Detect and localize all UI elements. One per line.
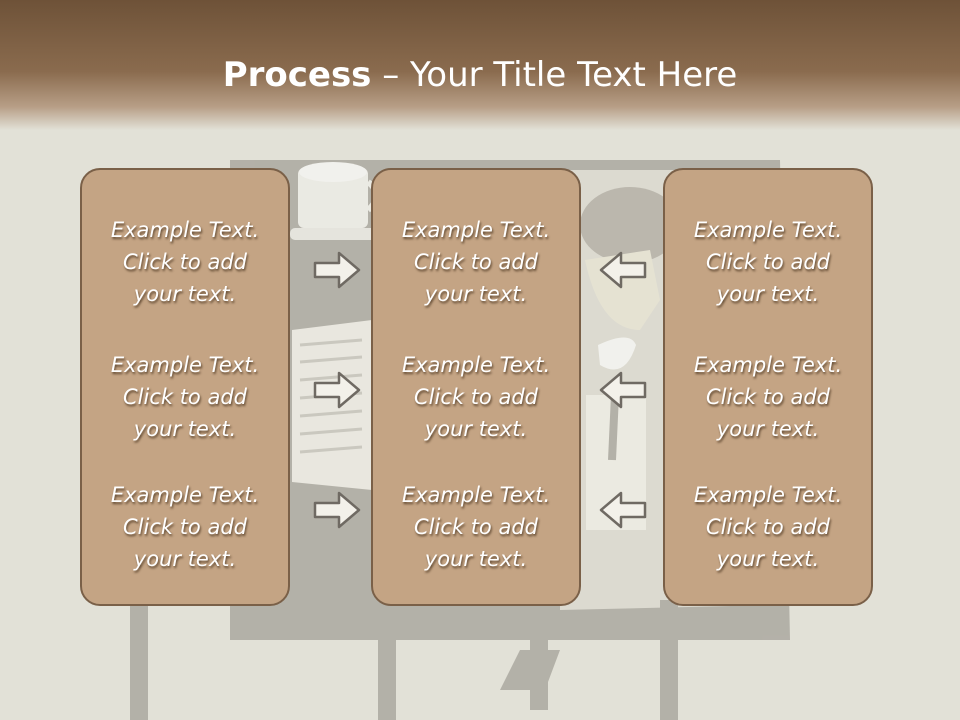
process-box-1[interactable]: Example Text. Click to add your text. Ex… xyxy=(80,168,290,606)
text-placeholder[interactable]: Example Text. Click to add your text. xyxy=(665,349,871,445)
left-arrow-icon xyxy=(599,251,647,289)
right-arrow-icon xyxy=(313,491,361,529)
entry-line: your text. xyxy=(424,417,528,441)
entry-line: Click to add xyxy=(122,515,247,539)
text-placeholder[interactable]: Example Text. Click to add your text. xyxy=(373,349,579,445)
text-placeholder[interactable]: Example Text. Click to add your text. xyxy=(373,214,579,310)
entry-line: Click to add xyxy=(413,515,538,539)
text-placeholder[interactable]: Example Text. Click to add your text. xyxy=(665,479,871,575)
entry-line: Example Text. xyxy=(693,353,843,377)
text-placeholder[interactable]: Example Text. Click to add your text. xyxy=(82,349,288,445)
entry-line: Click to add xyxy=(705,515,830,539)
process-box-3[interactable]: Example Text. Click to add your text. Ex… xyxy=(663,168,873,606)
text-placeholder[interactable]: Example Text. Click to add your text. xyxy=(665,214,871,310)
entry-line: Example Text. xyxy=(693,483,843,507)
entry-line: Example Text. xyxy=(401,218,551,242)
entry-line: Example Text. xyxy=(401,353,551,377)
right-arrow-icon xyxy=(313,251,361,289)
slide-title[interactable]: Process – Your Title Text Here xyxy=(0,52,960,98)
entry-line: Click to add xyxy=(705,250,830,274)
entry-line: Click to add xyxy=(705,385,830,409)
entry-line: Click to add xyxy=(122,385,247,409)
entry-line: your text. xyxy=(716,417,820,441)
entry-line: your text. xyxy=(133,417,237,441)
process-box-2[interactable]: Example Text. Click to add your text. Ex… xyxy=(371,168,581,606)
text-placeholder[interactable]: Example Text. Click to add your text. xyxy=(82,214,288,310)
entry-line: your text. xyxy=(424,547,528,571)
entry-line: your text. xyxy=(716,282,820,306)
entry-line: Example Text. xyxy=(110,218,260,242)
text-placeholder[interactable]: Example Text. Click to add your text. xyxy=(82,479,288,575)
entry-line: Example Text. xyxy=(110,353,260,377)
right-arrow-icon xyxy=(313,371,361,409)
title-rest-text: – Your Title Text Here xyxy=(371,55,738,95)
entry-line: Click to add xyxy=(122,250,247,274)
title-bar xyxy=(0,0,960,130)
left-arrow-icon xyxy=(599,371,647,409)
entry-line: Example Text. xyxy=(693,218,843,242)
entry-line: your text. xyxy=(424,282,528,306)
entry-line: Click to add xyxy=(413,250,538,274)
entry-line: your text. xyxy=(133,547,237,571)
entry-line: your text. xyxy=(716,547,820,571)
entry-line: Click to add xyxy=(413,385,538,409)
title-strong-text: Process xyxy=(222,55,372,95)
entry-line: Example Text. xyxy=(110,483,260,507)
entry-line: Example Text. xyxy=(401,483,551,507)
entry-line: your text. xyxy=(133,282,237,306)
left-arrow-icon xyxy=(599,491,647,529)
text-placeholder[interactable]: Example Text. Click to add your text. xyxy=(373,479,579,575)
